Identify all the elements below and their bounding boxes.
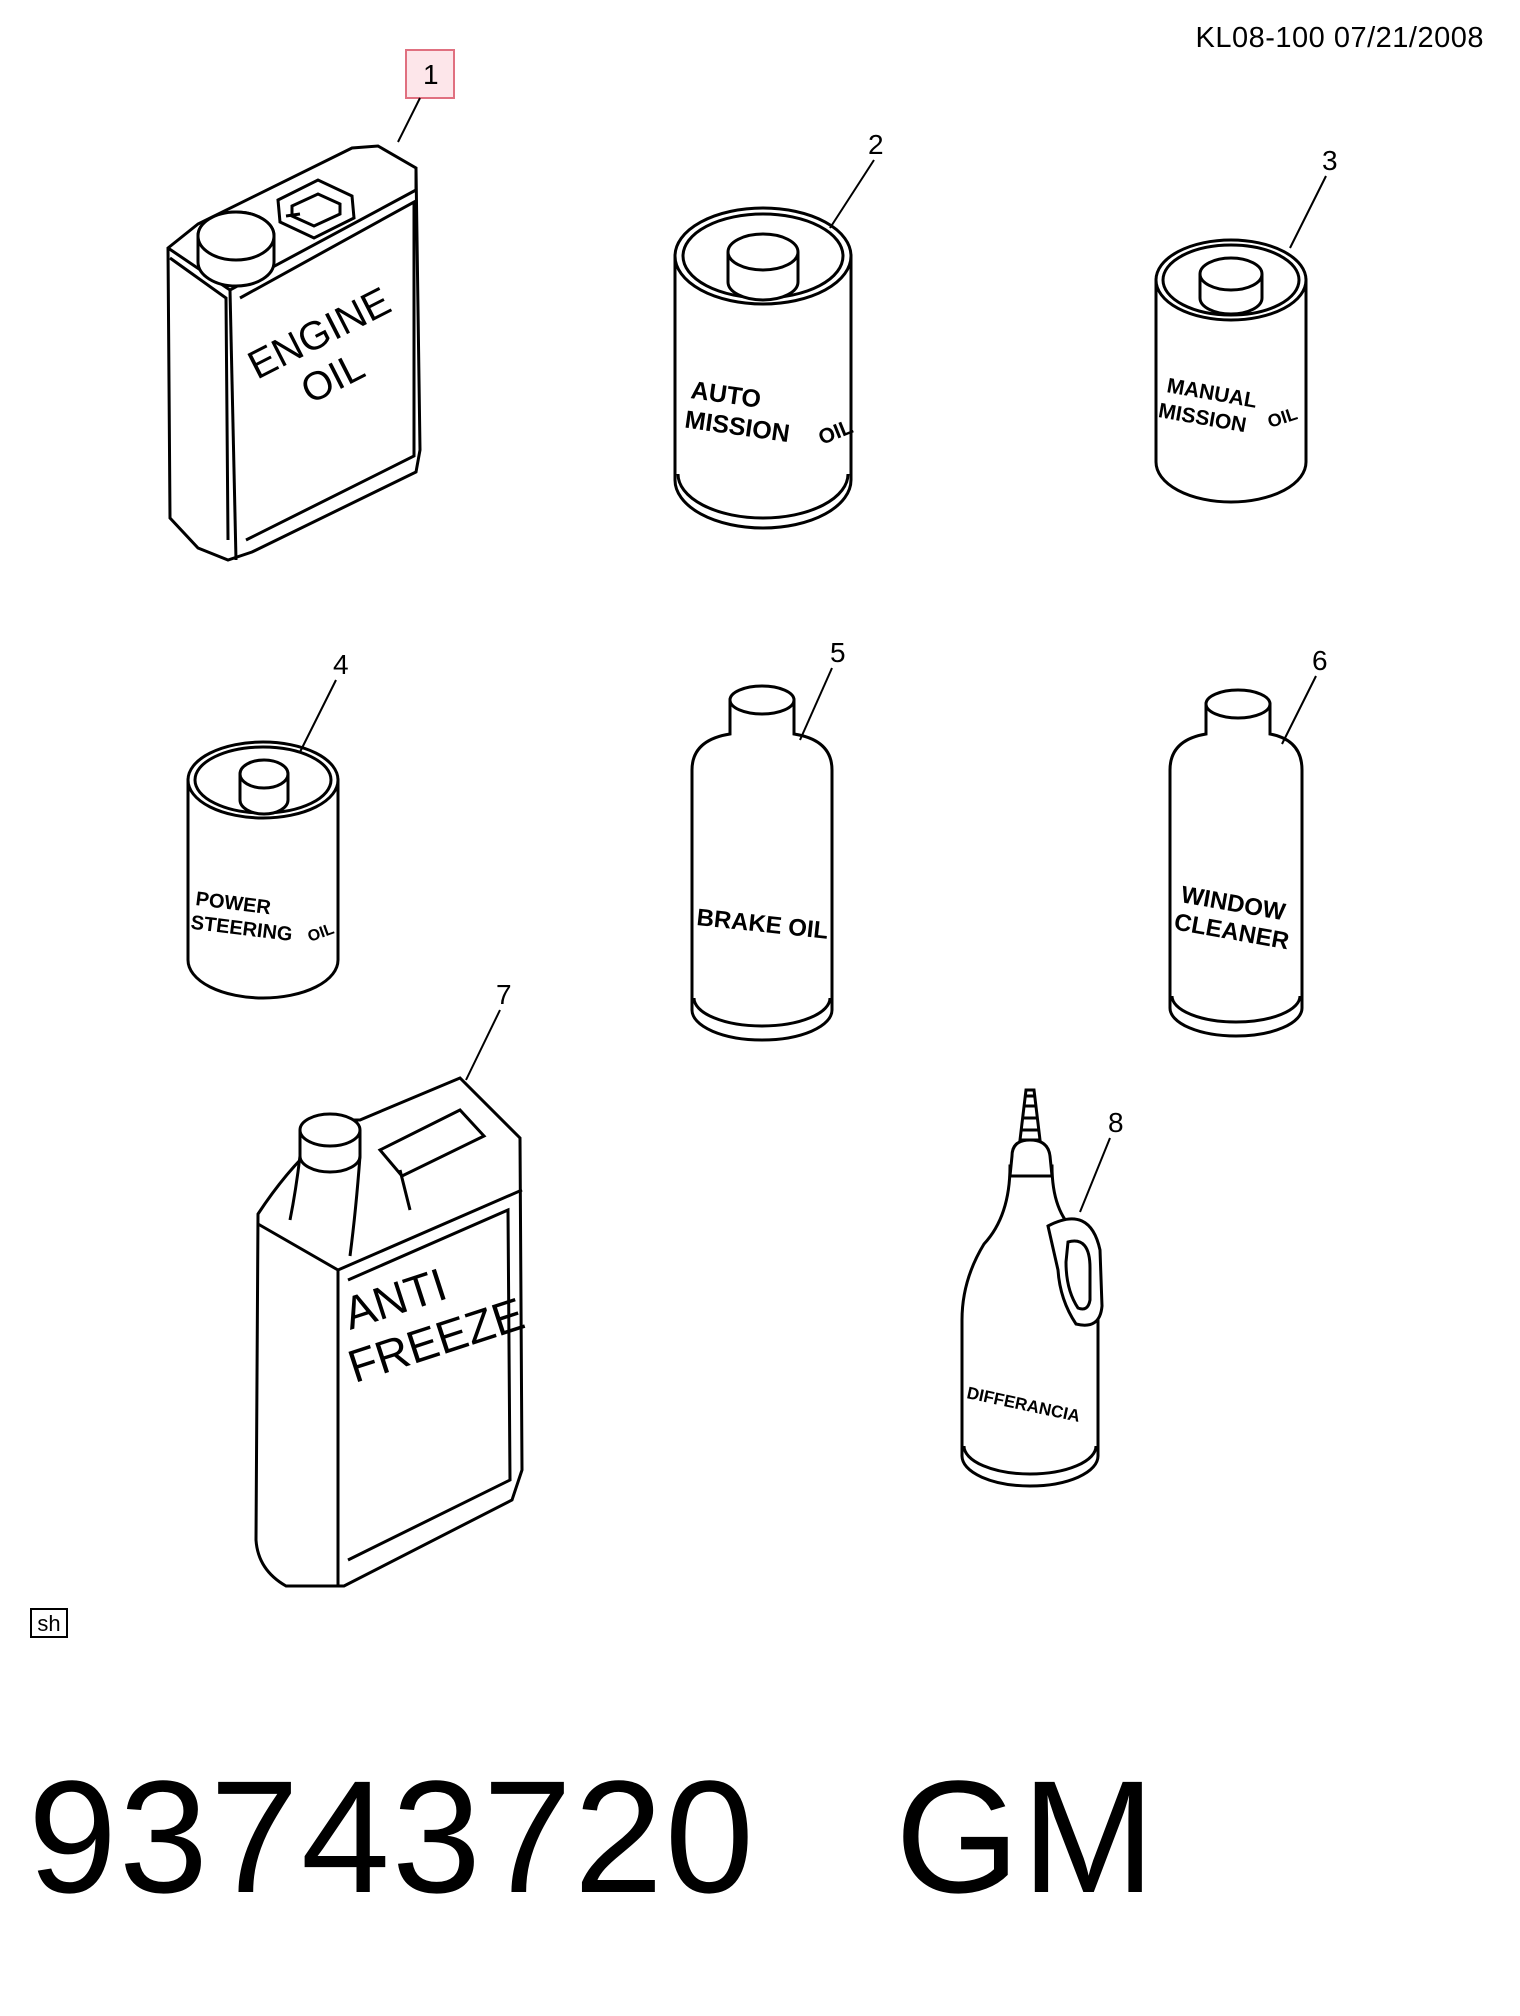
callout-3[interactable]: 3 [1322,145,1338,176]
part-number: 93743720 GM [28,1747,1157,1926]
engine-oil-can[interactable] [166,144,422,562]
window-cleaner-bottle[interactable] [1168,688,1304,1038]
drawing-reference: KL08-100 07/21/2008 [1195,22,1484,54]
manual-mission-oil-can[interactable] [1154,238,1308,504]
callout-1-highlight[interactable] [405,49,455,99]
callout-8[interactable]: 8 [1108,1107,1124,1138]
svg-text:ANTI FREEZE: ANTI FREEZE [326,1238,531,1393]
power-steering-oil-can[interactable] [186,740,340,1000]
callout-6[interactable]: 6 [1312,645,1328,676]
antifreeze-jug[interactable] [254,1076,524,1588]
brake-oil-bottle[interactable] [690,684,834,1042]
callout-1[interactable]: 1 [423,59,439,90]
callout-7[interactable]: 7 [496,979,512,1010]
sh-badge: sh [30,1608,68,1638]
callout-2[interactable]: 2 [868,129,884,160]
callout-4[interactable]: 4 [333,649,349,680]
differential-oil-bottle[interactable] [960,1088,1104,1488]
callout-5[interactable]: 5 [830,637,846,668]
auto-mission-oil-can[interactable] [673,206,853,530]
